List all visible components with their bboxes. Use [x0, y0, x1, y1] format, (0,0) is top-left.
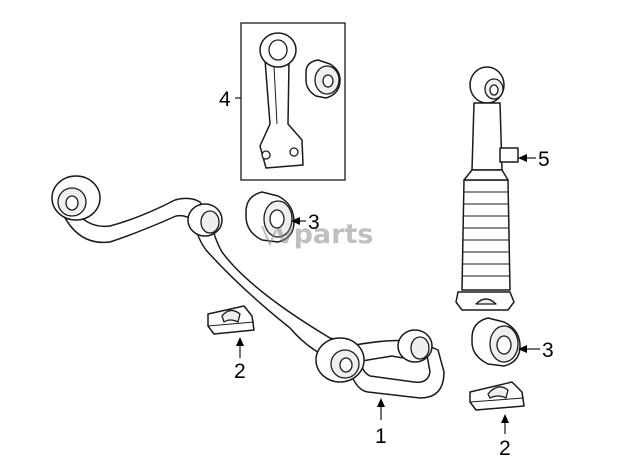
link-bushing	[305, 59, 341, 99]
callout-5: 5	[538, 148, 550, 171]
callout-2-right-arrow	[501, 414, 509, 423]
callout-5-arrow	[518, 154, 527, 162]
callout-3-upper-arrow	[291, 217, 300, 225]
watermark-text: vparts	[276, 219, 373, 250]
callout-1: 1	[375, 425, 387, 448]
watermark: vparts	[261, 219, 373, 250]
bracket-left[interactable]	[207, 305, 255, 335]
stabilizer-bar[interactable]	[51, 175, 445, 399]
callout-3-lower-arrow	[518, 345, 527, 353]
shock-absorber[interactable]	[455, 66, 519, 311]
callout-4: 4	[219, 88, 231, 111]
watermark-logo-icon	[261, 225, 277, 247]
link-kit-group[interactable]	[240, 22, 346, 181]
callout-2-left: 2	[234, 360, 246, 383]
callout-3-lower: 3	[542, 339, 554, 362]
bushing-lower[interactable]	[471, 317, 521, 367]
callout-2-right: 2	[499, 437, 511, 460]
stabilizer-link	[259, 32, 304, 169]
callout-2-left-arrow	[236, 337, 244, 346]
bushing-upper[interactable]	[245, 191, 295, 243]
callout-3-upper: 3	[308, 211, 320, 234]
bracket-right[interactable]	[469, 381, 525, 411]
callout-1-arrow	[377, 398, 385, 407]
